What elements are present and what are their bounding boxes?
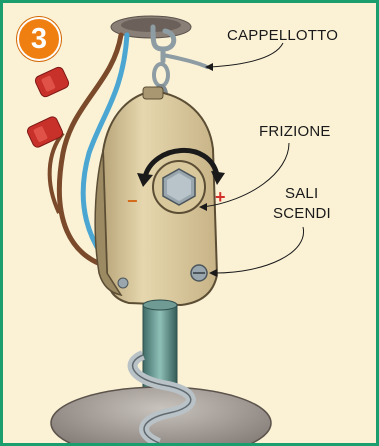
label-cappellotto: CAPPELLOTTO	[227, 27, 338, 44]
leader-cappellotto	[209, 43, 283, 67]
pulley-illustration: − +	[3, 3, 376, 443]
step-number-badge: 3	[17, 17, 61, 61]
label-sali: SALI	[285, 185, 318, 202]
chain-link	[154, 64, 168, 86]
side-screw	[118, 278, 128, 288]
minus-mark: −	[127, 191, 138, 211]
pulley-top-tab	[143, 87, 163, 99]
leader-sali-scendi	[215, 227, 304, 273]
label-scendi: SCENDI	[273, 205, 331, 222]
label-frizione: FRIZIONE	[259, 123, 331, 140]
red-connector-top	[34, 66, 70, 99]
